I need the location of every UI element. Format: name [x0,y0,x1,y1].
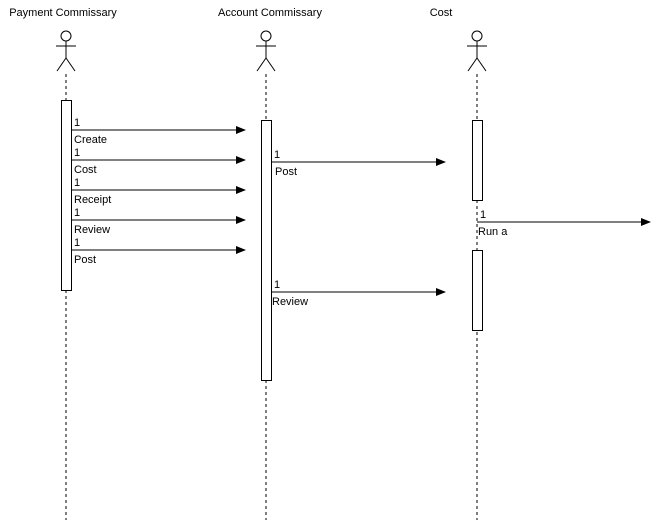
actor-icon-cost [467,30,487,72]
message-receipt: 1 Receipt [72,177,246,206]
message-seq: 1 [274,279,280,291]
activation-cost-2 [472,250,483,331]
actor-name-payment-commissary: Payment Commissary [9,7,117,19]
message-label: Review [74,224,110,236]
message-seq: 1 [274,149,280,161]
activation-account-commissary [261,120,272,381]
actor-icon-account-commissary [256,30,276,72]
message-label: Receipt [74,194,111,206]
actor-name-account-commissary: Account Commissary [218,7,322,19]
message-seq: 1 [74,237,80,249]
message-label: Review [272,296,308,308]
message-seq: 1 [74,207,80,219]
activation-cost-1 [472,120,483,201]
activation-payment-commissary [61,100,72,291]
actor-name-cost: Cost [430,7,453,19]
message-label: Run a [478,226,508,238]
message-post: 1 Post [72,237,246,266]
message-seq: 1 [74,117,80,129]
message-review: 1 Review [72,207,246,236]
message-post-to-cost: 1 Post [272,149,446,178]
actor-icon-payment-commissary [56,30,76,72]
message-seq: 1 [480,209,486,221]
message-seq: 1 [74,177,80,189]
message-seq: 1 [74,147,80,159]
message-label: Create [74,134,107,146]
message-run-a: 1 Run a [477,209,651,238]
message-review-to-cost: 1 Review [272,279,446,308]
message-cost: 1 Cost [72,147,246,176]
message-create: 1 Create [72,117,246,146]
message-label: Post [275,166,297,178]
message-label: Cost [74,164,97,176]
message-label: Post [74,254,96,266]
